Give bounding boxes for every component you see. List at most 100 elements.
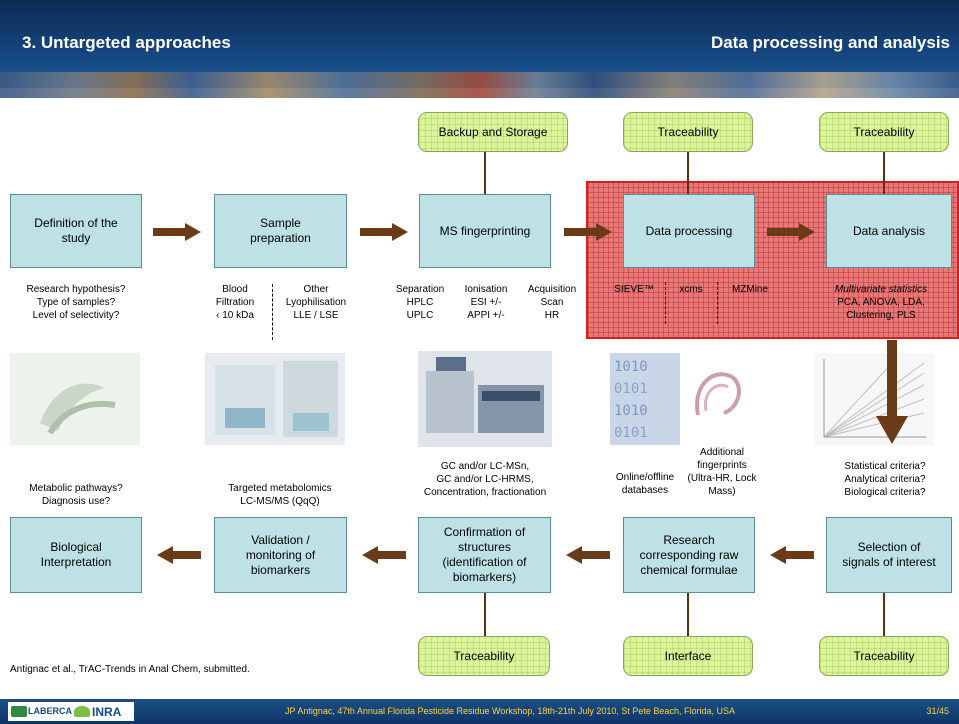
note-sieve: SIEVE™ — [614, 284, 654, 295]
arrow-right-1 — [153, 223, 201, 241]
box-data-analysis: Data analysis — [826, 194, 952, 268]
note-mzmine: MZMine — [731, 284, 769, 295]
divider-sample — [272, 284, 273, 340]
topic-title: Data processing and analysis — [710, 33, 950, 52]
laberca-logo-icon — [11, 706, 27, 717]
section-title: 3. Untargeted approaches — [22, 33, 231, 52]
svg-text:1010: 1010 — [614, 403, 648, 419]
tag-traceability-bottom-2: Traceability — [819, 636, 949, 676]
note-line: Online/offline — [615, 472, 675, 483]
photo-binary-data: 1010 0101 1010 0101 — [610, 353, 680, 445]
note-line: fingerprints — [697, 460, 747, 471]
note-validation: Targeted metabolomics LC-MS/MS (QqQ) — [205, 482, 355, 508]
note-research-db: Online/offline databases — [608, 471, 682, 497]
photo-ms-instrument — [418, 351, 552, 447]
arrow-right-3 — [564, 223, 612, 241]
photo-lab-tubes — [205, 353, 345, 445]
note-line: Targeted metabolomics — [228, 483, 332, 494]
photo-statistics-chart — [814, 353, 934, 445]
note-line: Statistical criteria? — [844, 461, 926, 472]
note-line: Other — [303, 284, 329, 295]
note-line: Lyophilisation — [285, 297, 347, 308]
note-sample-other: Other Lyophilisation LLE / LSE — [276, 283, 356, 322]
header-photo-strip — [0, 72, 959, 98]
tag-traceability-top-2: Traceability — [819, 112, 949, 152]
tag-traceability-top-1: Traceability — [623, 112, 753, 152]
footer-logos: LABERCA INRA — [8, 702, 134, 721]
note-line: Research hypothesis? — [26, 284, 126, 295]
note-analysis: Multivariate statistics PCA, ANOVA, LDA,… — [808, 283, 954, 322]
arrow-right-4 — [767, 223, 815, 241]
note-line: Acquisition — [527, 284, 577, 295]
tag-traceability-bottom-1: Traceability — [418, 636, 550, 676]
note-line: GC and/or LC-HRMS, — [436, 474, 534, 485]
connector-trace-a — [484, 593, 486, 641]
citation: Antignac et al., TrAC-Trends in Anal Che… — [10, 664, 250, 675]
note-line: APPI +/- — [467, 310, 505, 321]
note-line: Clustering, PLS — [846, 310, 916, 321]
note-bio: Metabolic pathways? Diagnosis use? — [10, 482, 142, 508]
note-research-fp: Additional fingerprints (Ultra-HR, Lock … — [682, 446, 762, 498]
note-line: HPLC — [406, 297, 434, 308]
note-line: Separation — [395, 284, 445, 295]
note-line: Filtration — [215, 297, 255, 308]
box-ms-fingerprinting: MS fingerprinting — [419, 194, 551, 268]
note-line: LLE / LSE — [293, 310, 339, 321]
box-research-formulae: Research corresponding raw chemical form… — [623, 517, 755, 593]
connector-backup — [484, 145, 486, 195]
divider-proc-1 — [665, 282, 666, 324]
arrow-left-4 — [770, 546, 814, 564]
note-line: Level of selectivity? — [32, 310, 120, 321]
arrow-left-3 — [566, 546, 610, 564]
note-xcms: xcms — [679, 284, 703, 295]
note-line: databases — [621, 485, 669, 496]
note-line: Analytical criteria? — [844, 474, 926, 485]
svg-text:1010: 1010 — [614, 359, 648, 375]
note-line: PCA, ANOVA, LDA, — [837, 297, 925, 308]
slide-footer: JP Antignac, 47th Annual Florida Pestici… — [0, 699, 959, 724]
arrow-left-1 — [157, 546, 201, 564]
arrow-right-2 — [360, 223, 408, 241]
connector-trace2 — [883, 145, 885, 195]
box-confirmation-structures: Confirmation of structures (identificati… — [418, 517, 551, 593]
note-selection: Statistical criteria? Analytical criteri… — [812, 460, 958, 499]
note-line: Biological criteria? — [844, 487, 926, 498]
svg-text:0101: 0101 — [614, 425, 648, 441]
page-number: 31/45 — [926, 706, 949, 716]
note-ms-separation: Separation HPLC UPLC — [392, 283, 448, 322]
arrow-down — [876, 340, 908, 444]
note-line: UPLC — [406, 310, 434, 321]
note-line: Concentration, fractionation — [423, 487, 547, 498]
note-line: Type of samples? — [36, 297, 116, 308]
note-line: Metabolic pathways? — [29, 483, 123, 494]
svg-text:0101: 0101 — [614, 381, 648, 397]
box-definition-study: Definition of the study — [10, 194, 142, 268]
note-line: LC-MS/MS (QqQ) — [240, 496, 320, 507]
laberca-logo: LABERCA — [28, 706, 72, 716]
note-line: Scan — [540, 297, 564, 308]
note-line: (Ultra-HR, Lock — [687, 473, 757, 484]
photo-biological — [10, 353, 140, 445]
note-line: Multivariate statistics — [834, 284, 928, 295]
note-line: GC and/or LC-MSn, — [440, 461, 530, 472]
tag-backup-storage: Backup and Storage — [418, 112, 568, 152]
tag-interface: Interface — [623, 636, 753, 676]
photo-fingerprint — [684, 355, 750, 433]
note-line: Blood — [222, 284, 248, 295]
slide-header: 3. Untargeted approaches Data processing… — [0, 0, 959, 98]
box-validation-monitoring: Validation / monitoring of biomarkers — [214, 517, 347, 593]
note-ms-acquisition: Acquisition Scan HR — [520, 283, 584, 322]
note-line: Ionisation — [464, 284, 508, 295]
inra-logo: INRA — [92, 705, 122, 719]
note-line: Mass) — [708, 486, 736, 497]
note-line: HR — [544, 310, 560, 321]
connector-trace1 — [687, 145, 689, 195]
inra-logo-icon — [74, 706, 90, 717]
box-biological-interpretation: Biological Interpretation — [10, 517, 142, 593]
note-confirmation: GC and/or LC-MSn, GC and/or LC-HRMS, Con… — [410, 460, 560, 499]
note-line: Additional — [700, 447, 744, 458]
arrow-left-2 — [362, 546, 406, 564]
note-ms-ionisation: Ionisation ESI +/- APPI +/- — [456, 283, 516, 322]
note-line: ‹ 10 kDa — [216, 310, 254, 321]
